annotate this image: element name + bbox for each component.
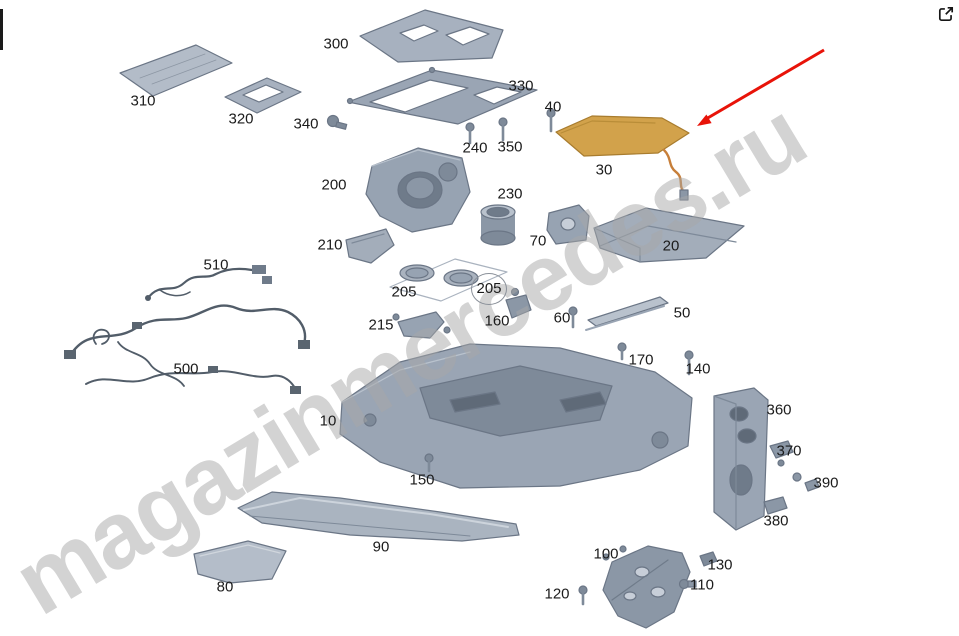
- part-armrest-lid-30-highlighted: [555, 115, 690, 201]
- part-clip-130: [699, 551, 718, 567]
- left-scrollbar-thumb[interactable]: [0, 9, 3, 50]
- part-cupholder-housing-200: [365, 147, 471, 233]
- screw-40: [546, 108, 556, 133]
- part-console-body-10: [339, 343, 693, 489]
- part-clip-110: [678, 578, 697, 590]
- part-wiring-harness-510: [145, 265, 272, 301]
- screw-240: [465, 122, 475, 145]
- part-fasteners-390: [792, 472, 820, 492]
- part-frame-320: [224, 77, 302, 114]
- part-carrier-frame-330: [346, 66, 538, 125]
- part-bracket-370: [769, 440, 794, 467]
- part-cap-380: [763, 496, 788, 515]
- part-lid-panel-310: [119, 44, 233, 97]
- screw-350: [498, 117, 508, 142]
- screw-60: [568, 306, 578, 329]
- screw-170: [617, 342, 627, 361]
- part-rear-tray-20: [593, 207, 745, 263]
- part-cover-80: [193, 540, 287, 584]
- part-mounting-bracket-100: [602, 545, 691, 629]
- screw-150: [424, 453, 434, 473]
- part-bracket-70: [546, 204, 590, 245]
- part-bracket-215: [392, 311, 451, 339]
- part-rubber-mats-205: [389, 258, 508, 302]
- screw-140: [684, 350, 694, 376]
- part-rear-vent-panel-360: [713, 387, 769, 531]
- part-side-trim-90: [237, 491, 520, 542]
- open-in-new-window-icon[interactable]: [937, 5, 955, 23]
- part-trim-strip-50: [585, 296, 669, 331]
- part-switch-160: [505, 287, 532, 319]
- part-wiring-harness-500: [64, 304, 310, 394]
- screw-120: [578, 585, 588, 606]
- part-tray-210: [345, 228, 395, 264]
- part-cup-insert-230: [480, 204, 516, 246]
- part-grommet-340: [326, 114, 348, 130]
- part-console-top-panel-300: [359, 9, 504, 63]
